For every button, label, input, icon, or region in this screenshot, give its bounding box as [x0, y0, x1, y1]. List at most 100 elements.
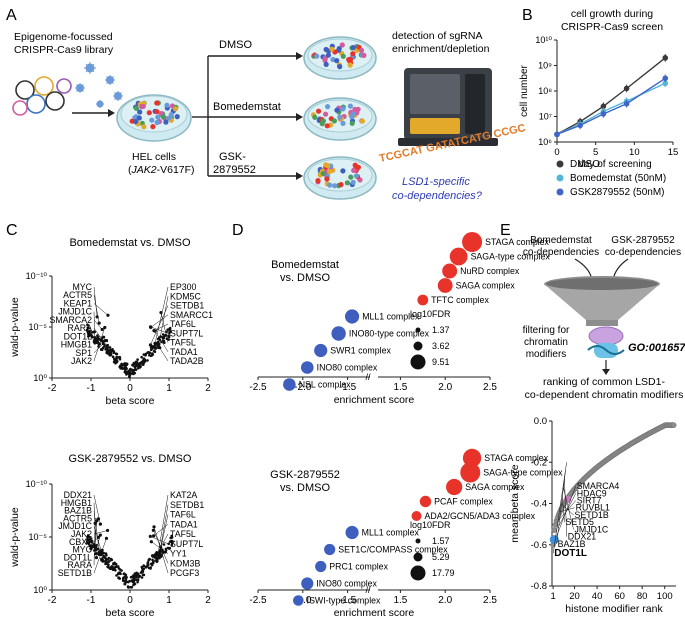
size-legend-marker — [410, 565, 426, 581]
panel-d-letter: D — [232, 222, 244, 239]
gene-label: RARA — [68, 560, 93, 570]
detection-label-line1: detection of sgRNA — [392, 30, 482, 42]
data-point — [133, 574, 136, 577]
data-point — [108, 346, 112, 349]
cell-dot — [324, 176, 330, 182]
legend-marker — [556, 160, 564, 168]
y-tick-label: 10⁰ — [33, 373, 47, 383]
label-leader-line — [150, 314, 169, 328]
x-tick-label: -1.5 — [339, 382, 357, 393]
data-point — [101, 558, 105, 562]
series-line-0 — [556, 57, 666, 135]
cell-dot — [347, 62, 353, 68]
gene-label: JAK2 — [71, 529, 92, 539]
data-point — [151, 352, 154, 355]
data-point — [141, 363, 145, 367]
cell-dot — [353, 173, 359, 179]
hel-cells-genotype: (JAK2-V617F) — [128, 164, 195, 176]
data-point — [140, 576, 144, 579]
cell-dot — [154, 100, 160, 106]
data-point — [133, 572, 137, 575]
panel-b: B cell growth during CRISPR-Cas9 screen … — [519, 7, 678, 198]
data-point — [97, 337, 100, 341]
data-point — [142, 361, 145, 365]
cell-dot — [325, 163, 331, 169]
y-axis-label: mean beta score — [509, 464, 521, 542]
cell-dot — [331, 118, 337, 124]
enrichment-point — [411, 511, 422, 521]
cell-dot — [149, 117, 155, 123]
complex-label: MLL1 complex — [362, 312, 420, 322]
gene-label: TADA1 — [170, 347, 198, 357]
data-point — [167, 338, 170, 341]
data-point — [127, 586, 130, 589]
gene-label: TAF5L — [170, 529, 196, 539]
data-point — [103, 345, 106, 348]
data-point — [86, 535, 89, 539]
x-tick-label: -2.0 — [294, 382, 312, 393]
enrichment-point — [331, 326, 346, 341]
y-tick-label: 10⁸ — [538, 86, 552, 96]
plot-title-line1: Bomedemstat — [271, 259, 339, 271]
detection-label-line2: enrichment/depletion — [392, 43, 490, 55]
data-point — [112, 357, 116, 361]
gene-label: MYC — [72, 282, 92, 292]
size-legend-marker — [415, 327, 421, 333]
label-leader-line — [93, 303, 109, 316]
complex-label: MLL1 complex — [362, 528, 420, 538]
x-tick-label: 0 — [127, 383, 133, 394]
data-point — [142, 353, 146, 356]
complex-label: ADA2/GCN5/ADA3 complex — [425, 511, 536, 521]
library-label-line1: Epigenome-focussed — [14, 31, 113, 43]
cell-dot — [174, 114, 180, 120]
enrichment-point — [446, 478, 463, 496]
cell-dot — [340, 106, 346, 112]
plot-title: GSK-2879552 vs. DMSO — [69, 453, 192, 465]
series-line-1 — [556, 82, 666, 135]
enrichment-point — [324, 543, 336, 556]
gene-label: ACTR5 — [63, 513, 92, 523]
data-point — [129, 575, 133, 579]
cell-dot — [350, 51, 356, 57]
label-leader-line — [93, 295, 100, 324]
gene-label: DDX21 — [568, 532, 596, 542]
cell-dot — [323, 46, 329, 53]
enrichment-point — [300, 361, 314, 374]
x-tick-label: -2 — [48, 595, 57, 606]
data-point — [107, 350, 111, 354]
panel-e-letter: E — [500, 222, 511, 239]
y-tick-label: 10⁻⁵ — [29, 322, 48, 332]
plot-title: Bomedemstat vs. DMSO — [69, 237, 190, 249]
library-label-line2: CRISPR-Cas9 library — [14, 44, 114, 56]
size-legend-marker — [413, 341, 423, 351]
data-point — [168, 326, 172, 330]
x-tick-label: 15 — [668, 147, 679, 158]
cell-dot — [350, 111, 356, 117]
enrichment-point — [283, 378, 296, 391]
data-point — [144, 565, 148, 568]
gene-label: JMJD1C — [575, 524, 609, 534]
label-leader-line — [93, 340, 106, 345]
gene-label: KAT2A — [170, 490, 197, 500]
gene-label: TADA1 — [170, 519, 198, 529]
gene-label: SMARCA2 — [49, 315, 92, 325]
data-point — [142, 567, 146, 571]
data-point — [109, 557, 113, 561]
data-point — [149, 345, 153, 349]
label-leader-line — [156, 494, 169, 559]
ranking-label-line2: co-dependent chromatin modifiers — [525, 389, 684, 401]
cell-dot — [350, 45, 356, 51]
data-point — [105, 347, 108, 350]
label-leader-line — [93, 510, 100, 555]
x-tick-label: 40 — [592, 591, 603, 602]
data-point — [124, 579, 128, 582]
y-tick-label: 10⁻⁵ — [29, 532, 48, 542]
data-point — [125, 373, 128, 376]
complex-label: INO80 complex — [316, 579, 377, 589]
data-point — [103, 555, 106, 559]
cell-dot — [325, 52, 331, 58]
data-point — [114, 569, 117, 572]
data-point — [146, 351, 149, 355]
labeled-point — [148, 343, 153, 347]
